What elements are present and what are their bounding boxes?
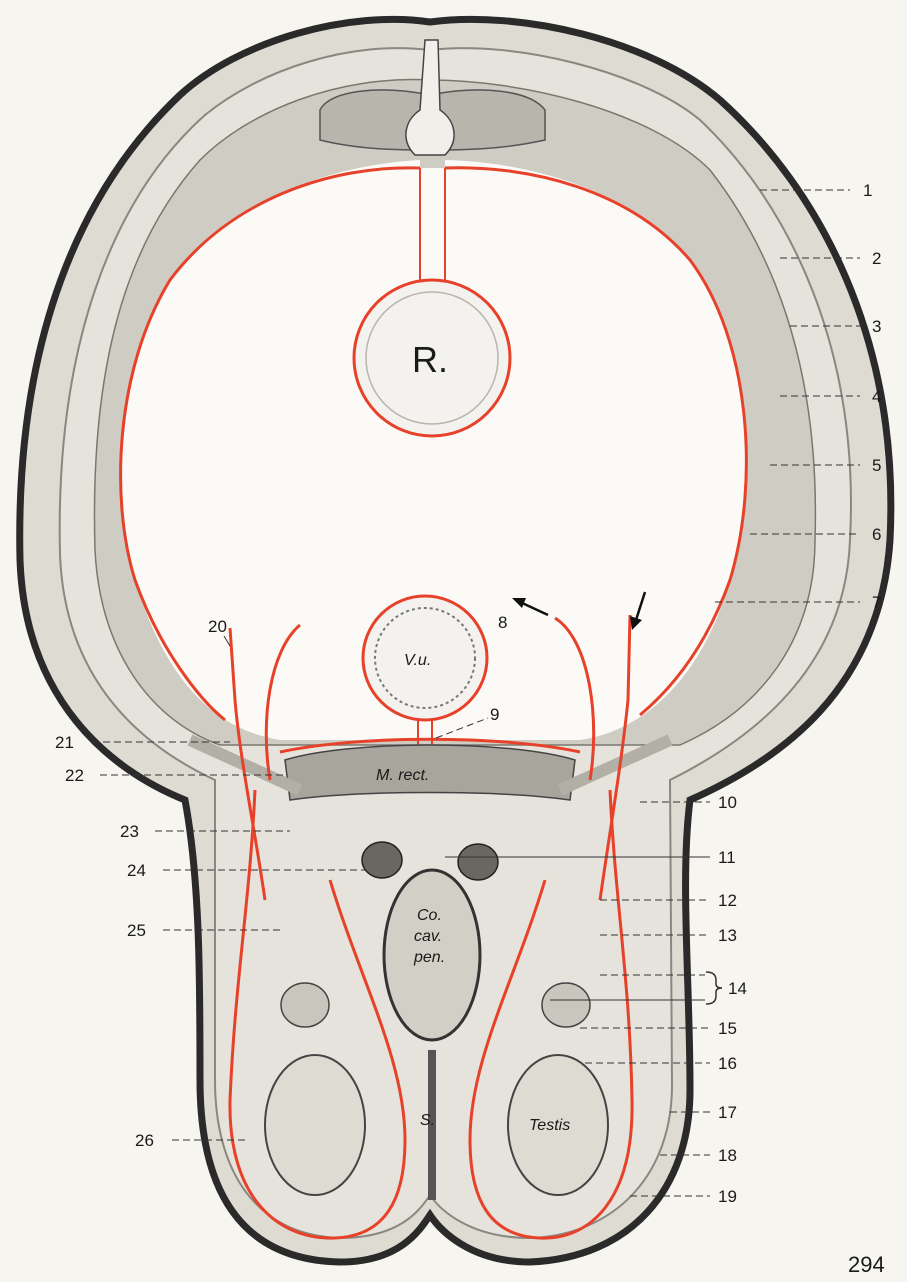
label-9: 9 — [490, 705, 499, 724]
label-14: 14 — [728, 979, 747, 998]
vesica-label: V.u. — [404, 652, 431, 669]
label-24: 24 — [127, 861, 146, 880]
testis-left — [265, 1055, 365, 1195]
corpus-label-1: Co. — [417, 907, 442, 924]
label-15: 15 — [718, 1019, 737, 1038]
rectus-muscle — [285, 745, 575, 800]
label-7: 7 — [872, 593, 881, 612]
label-26: 26 — [135, 1131, 154, 1150]
label-11: 11 — [718, 848, 736, 867]
label-16: 16 — [718, 1054, 737, 1073]
testis-label: Testis — [529, 1117, 570, 1134]
epididymis-right — [542, 983, 590, 1027]
label-4: 4 — [872, 387, 881, 406]
label-21: 21 — [55, 733, 74, 752]
label-1: 1 — [863, 181, 872, 200]
muscle-label: M. rect. — [376, 767, 429, 784]
label-23: 23 — [120, 822, 139, 841]
label-2: 2 — [872, 249, 881, 268]
corpus-label-3: pen. — [413, 949, 445, 966]
label-20: 20 — [208, 617, 227, 636]
label-17: 17 — [718, 1103, 737, 1122]
label-5: 5 — [872, 456, 881, 475]
label-19: 19 — [718, 1187, 737, 1206]
page-number: 294 — [848, 1252, 885, 1277]
label-3: 3 — [872, 317, 881, 336]
septum-label: S. — [420, 1112, 435, 1129]
corpus-left — [362, 842, 402, 878]
label-25: 25 — [127, 921, 146, 940]
rectum-label: R. — [412, 339, 448, 380]
label-18: 18 — [718, 1146, 737, 1165]
label-22: 22 — [65, 766, 84, 785]
epididymis-left — [281, 983, 329, 1027]
corpus-label-2: cav. — [414, 928, 442, 945]
label-8: 8 — [498, 613, 507, 632]
corpus-right — [458, 844, 498, 880]
label-12: 12 — [718, 891, 737, 910]
label-10: 10 — [718, 793, 737, 812]
label-6: 6 — [872, 525, 881, 544]
brace-14 — [706, 972, 722, 1004]
label-13: 13 — [718, 926, 737, 945]
